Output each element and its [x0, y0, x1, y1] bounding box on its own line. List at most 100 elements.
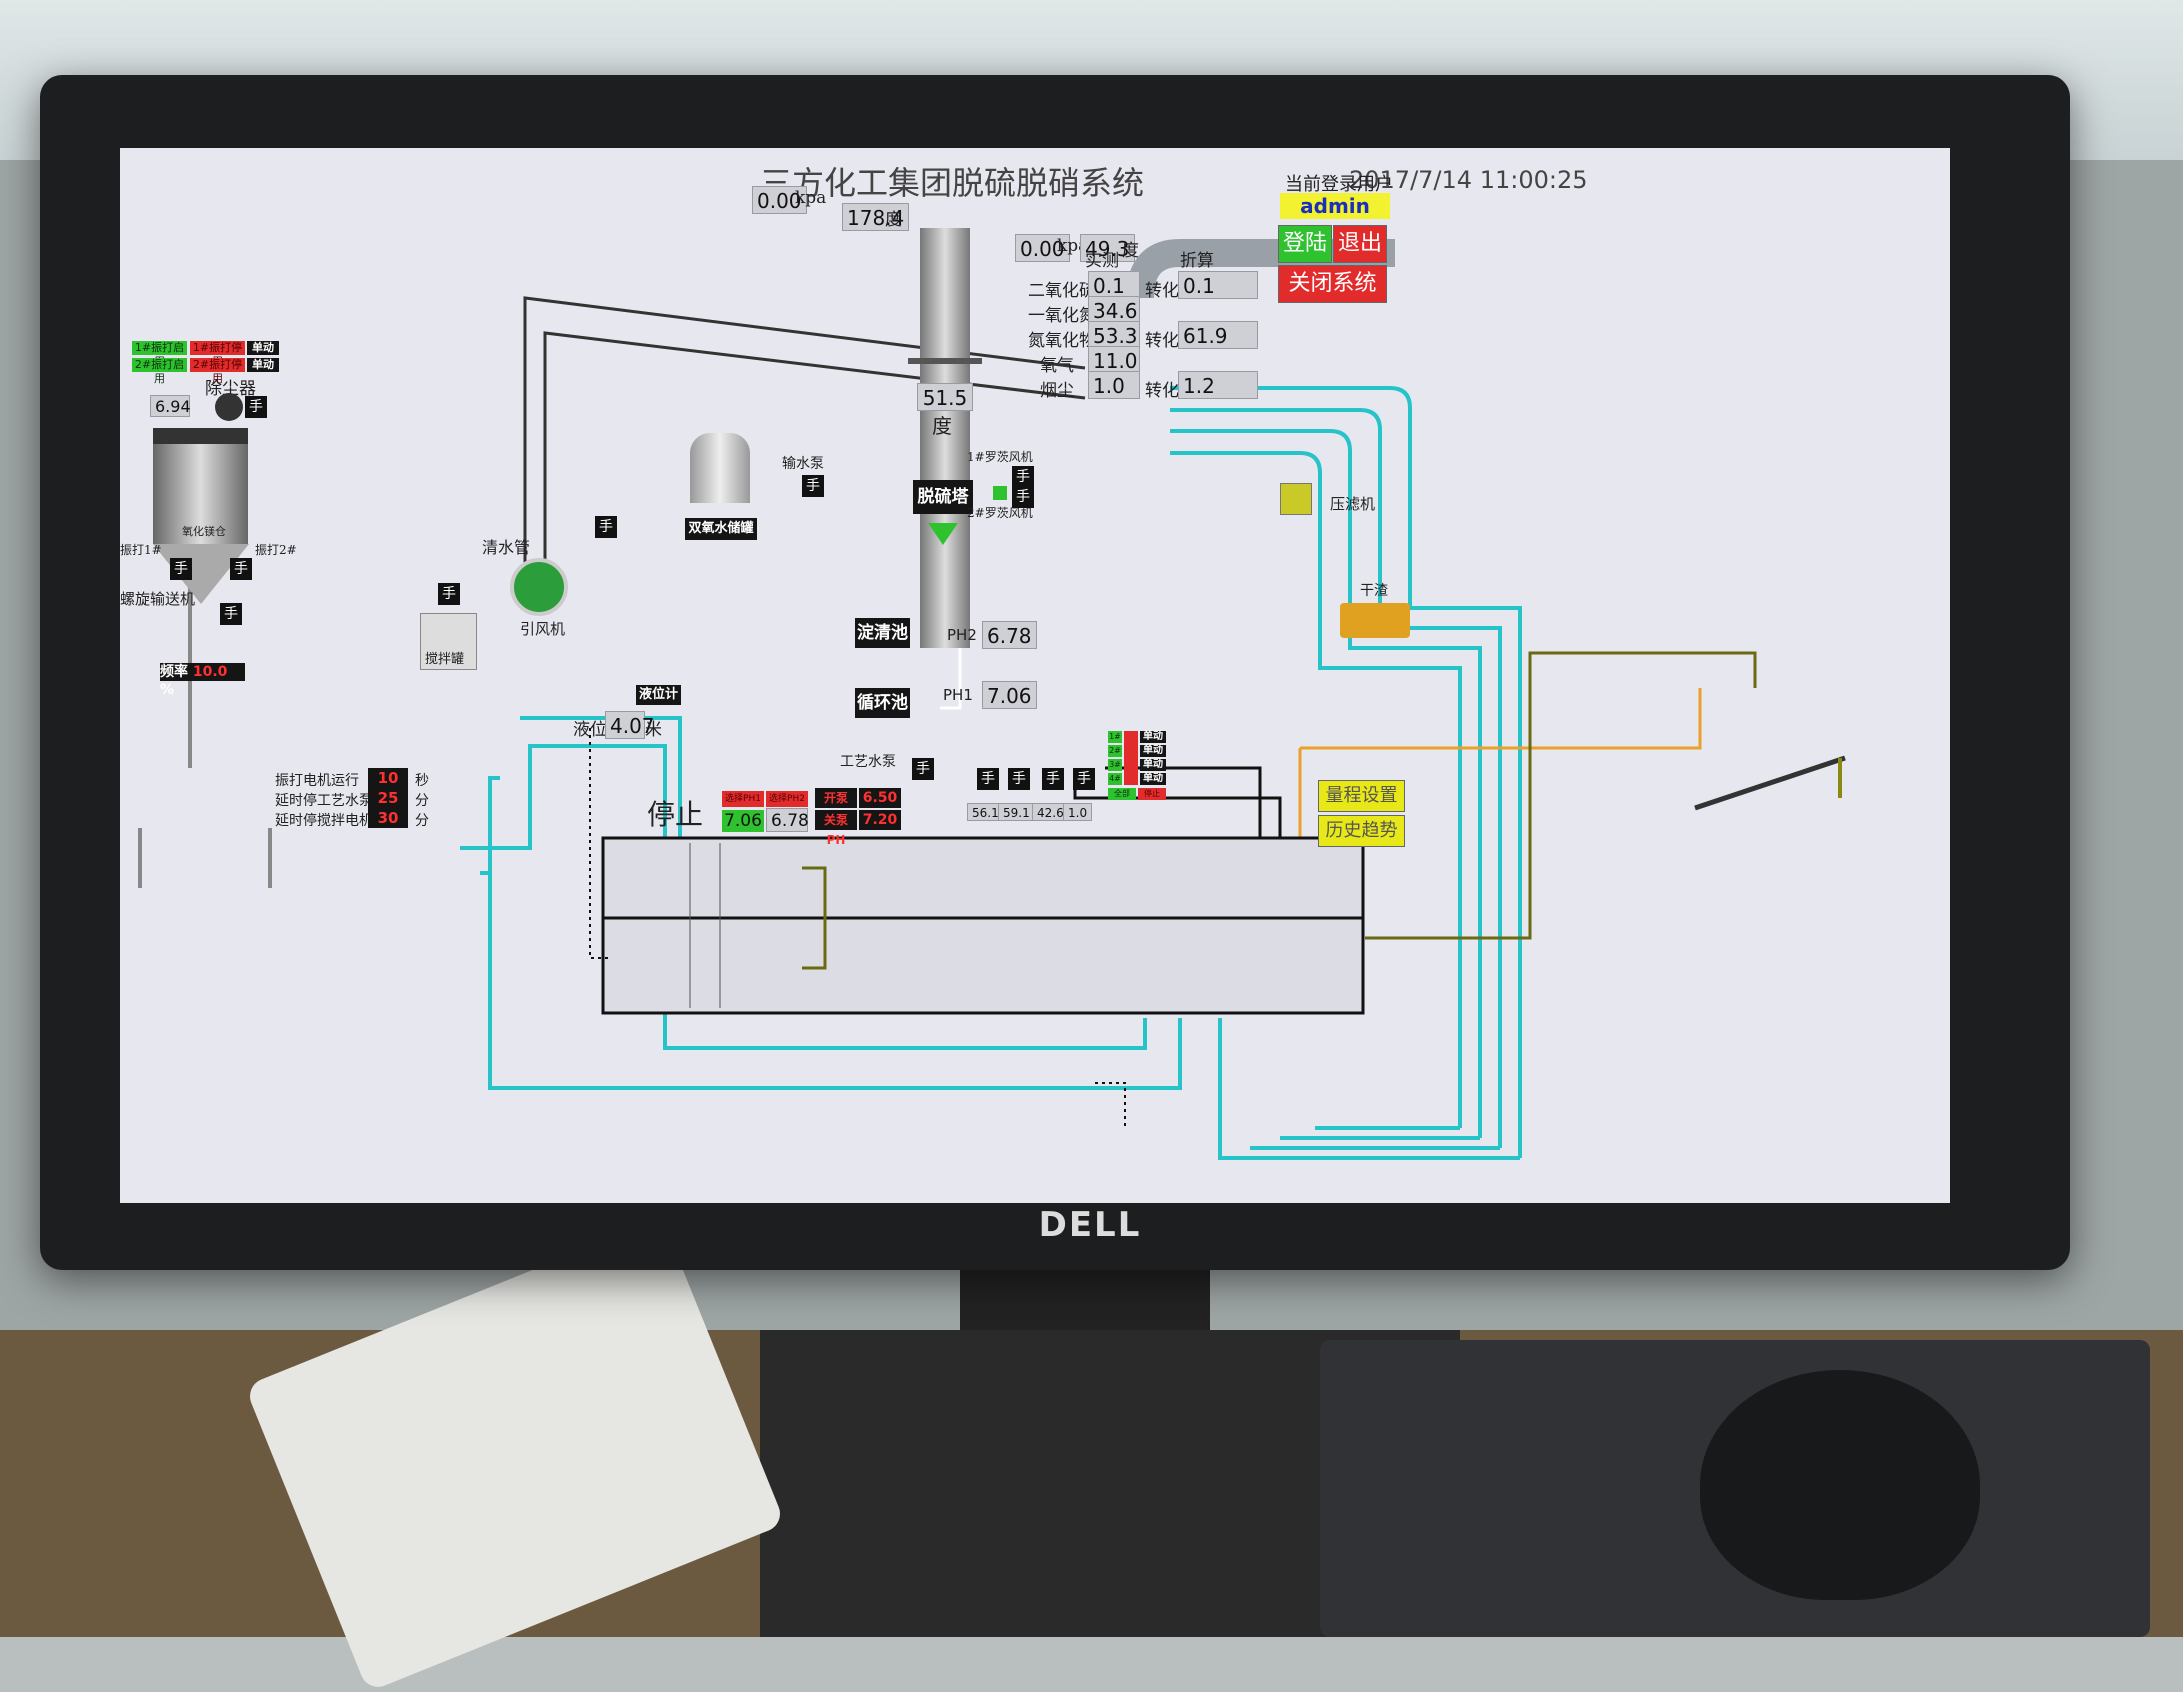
pump1-hand-button[interactable]: 手 — [977, 768, 999, 790]
emission-name: 烟尘 — [1040, 381, 1074, 401]
timer-label: 振打电机运行 — [275, 773, 359, 789]
emission-measured: 53.3 — [1088, 321, 1140, 349]
pumps-all-on-button[interactable]: 全部 — [1108, 788, 1136, 800]
pump1-tag[interactable]: 1# — [1108, 731, 1122, 743]
timer-value[interactable]: 30 — [368, 808, 408, 828]
run-status: 停止 — [647, 798, 704, 831]
vib1-enable-button[interactable]: 1#振打启用 — [132, 341, 187, 368]
fan1-hand-button[interactable]: 手 — [1012, 466, 1034, 488]
vib1-disable-button[interactable]: 1#振打停用 — [190, 341, 245, 368]
selected-ph1-value: 7.06 — [722, 810, 764, 832]
vib2-label: 振打2# — [255, 543, 297, 557]
mixer-hand-button[interactable]: 手 — [438, 583, 460, 605]
measured-header: 实测 — [1085, 251, 1119, 271]
clean-water-hand-button[interactable]: 手 — [595, 516, 617, 538]
tower-temp-value: 51.5 — [917, 383, 973, 411]
emission-converted: 61.9 — [1178, 321, 1258, 349]
timer-label: 延时停搅拌电机 — [275, 813, 373, 829]
emission-name: 氧气 — [1040, 356, 1074, 376]
scada-screen: 三方化工集团脱硫脱硝系统 2017/7/14 11:00:25 0.00 kpa… — [120, 148, 1950, 1203]
water-pump-hand-button[interactable]: 手 — [802, 475, 824, 497]
top-pressure-unit: kpa — [795, 188, 827, 208]
vib2-disable-button[interactable]: 2#振打停用 — [190, 358, 245, 385]
pump4-mode[interactable]: 单动 — [1140, 773, 1166, 785]
pump3-hand-button[interactable]: 手 — [1042, 768, 1064, 790]
emission-name: 一氧化氮 — [1028, 306, 1096, 326]
tower-label: 脱硫塔 — [913, 480, 973, 514]
dry-slag-label: 干渣 — [1360, 583, 1388, 599]
ph2-label: PH2 — [947, 626, 977, 644]
frequency-value: 10.0 — [192, 664, 228, 680]
monitor-brand-logo: DELL — [1038, 1205, 1142, 1245]
pump-stop-column[interactable] — [1124, 731, 1138, 785]
pump2-tag[interactable]: 2# — [1108, 745, 1122, 757]
desulfurization-tower — [920, 228, 970, 648]
pump4-tag[interactable]: 4# — [1108, 773, 1122, 785]
induced-fan-icon — [510, 558, 568, 616]
dust-hand-button[interactable]: 手 — [245, 396, 267, 418]
fan2-label: 2#罗茨风机 — [967, 506, 1033, 520]
pump2-mode[interactable]: 单动 — [1140, 745, 1166, 757]
close-ph-value[interactable]: 7.20 — [859, 810, 901, 830]
induced-fan-label: 引风机 — [520, 620, 566, 638]
process-pump-hand-button[interactable]: 手 — [912, 758, 934, 780]
timer-unit: 分 — [415, 813, 429, 829]
fan1-label: 1#罗茨风机 — [967, 450, 1033, 464]
top-temp-value: 178.4 — [842, 203, 910, 231]
hopper-label: 氧化镁仓 — [182, 525, 226, 538]
current-user-name: admin — [1280, 193, 1390, 219]
emission-measured: 0.1 — [1088, 271, 1140, 299]
stack-temp-unit: 度 — [1122, 241, 1139, 261]
level-label: 液位 — [573, 720, 607, 740]
fan2-status-icon — [993, 486, 1007, 500]
vib2-hand-button[interactable]: 手 — [230, 558, 252, 580]
filter-press-label: 压滤机 — [1330, 495, 1376, 513]
dump-truck-icon — [1340, 603, 1410, 638]
pump2-value: 59.1 — [998, 803, 1035, 821]
convert-label: 转化 — [1145, 281, 1179, 301]
emission-measured: 34.6 — [1088, 296, 1140, 324]
convert-label: 转化 — [1145, 381, 1179, 401]
emission-measured: 1.0 — [1088, 371, 1140, 399]
history-trend-button[interactable]: 历史趋势 — [1318, 815, 1405, 847]
selected-ph2-value: 6.78 — [766, 808, 809, 832]
pumps-all-off-button[interactable]: 停止 — [1138, 788, 1166, 800]
timer-unit: 分 — [415, 793, 429, 809]
mixing-tank-label: 搅拌罐 — [425, 652, 465, 667]
vib1-hand-button[interactable]: 手 — [170, 558, 192, 580]
timer-unit: 秒 — [415, 773, 429, 789]
login-button[interactable]: 登陆 — [1278, 225, 1332, 263]
emission-measured: 11.0 — [1088, 346, 1140, 374]
logout-button[interactable]: 退出 — [1333, 225, 1387, 263]
filter-press-icon — [1280, 483, 1312, 515]
frequency-unit: % — [160, 682, 175, 698]
screw-hand-button[interactable]: 手 — [220, 603, 242, 625]
range-setting-button[interactable]: 量程设置 — [1318, 780, 1405, 812]
fan2-hand-button[interactable]: 手 — [1012, 486, 1034, 508]
convert-label: 转化 — [1145, 331, 1179, 351]
pump3-tag[interactable]: 3# — [1108, 759, 1122, 771]
mouse[interactable] — [1700, 1370, 1980, 1600]
tower-flange — [908, 358, 982, 364]
select-ph1-button[interactable]: 选择PH1 — [722, 791, 764, 807]
open-ph-value[interactable]: 6.50 — [859, 788, 901, 808]
timer-value[interactable]: 10 — [368, 768, 408, 788]
h2o2-tank-label: 双氧水储罐 — [685, 518, 757, 540]
pump1-mode[interactable]: 单动 — [1140, 731, 1166, 743]
select-ph2-button[interactable]: 选择PH2 — [766, 791, 808, 807]
pump4-hand-button[interactable]: 手 — [1073, 768, 1095, 790]
settling-pool-label: 淀清池 — [855, 618, 910, 648]
h2o2-tank — [690, 433, 750, 503]
pump3-mode[interactable]: 单动 — [1140, 759, 1166, 771]
ph2-value: 6.78 — [982, 621, 1037, 649]
close-ph-label: 关泵PH — [815, 810, 857, 847]
pump2-hand-button[interactable]: 手 — [1008, 768, 1030, 790]
vib1-mode-button[interactable]: 单动 — [247, 341, 279, 355]
top-pressure-value: 0.00 — [752, 186, 807, 214]
level-unit: 米 — [645, 720, 662, 740]
timer-value[interactable]: 25 — [368, 788, 408, 808]
emission-converted: 1.2 — [1178, 371, 1258, 399]
vib2-mode-button[interactable]: 单动 — [247, 358, 279, 372]
shutdown-button[interactable]: 关闭系统 — [1278, 265, 1387, 303]
vib2-enable-button[interactable]: 2#振打启用 — [132, 358, 187, 385]
